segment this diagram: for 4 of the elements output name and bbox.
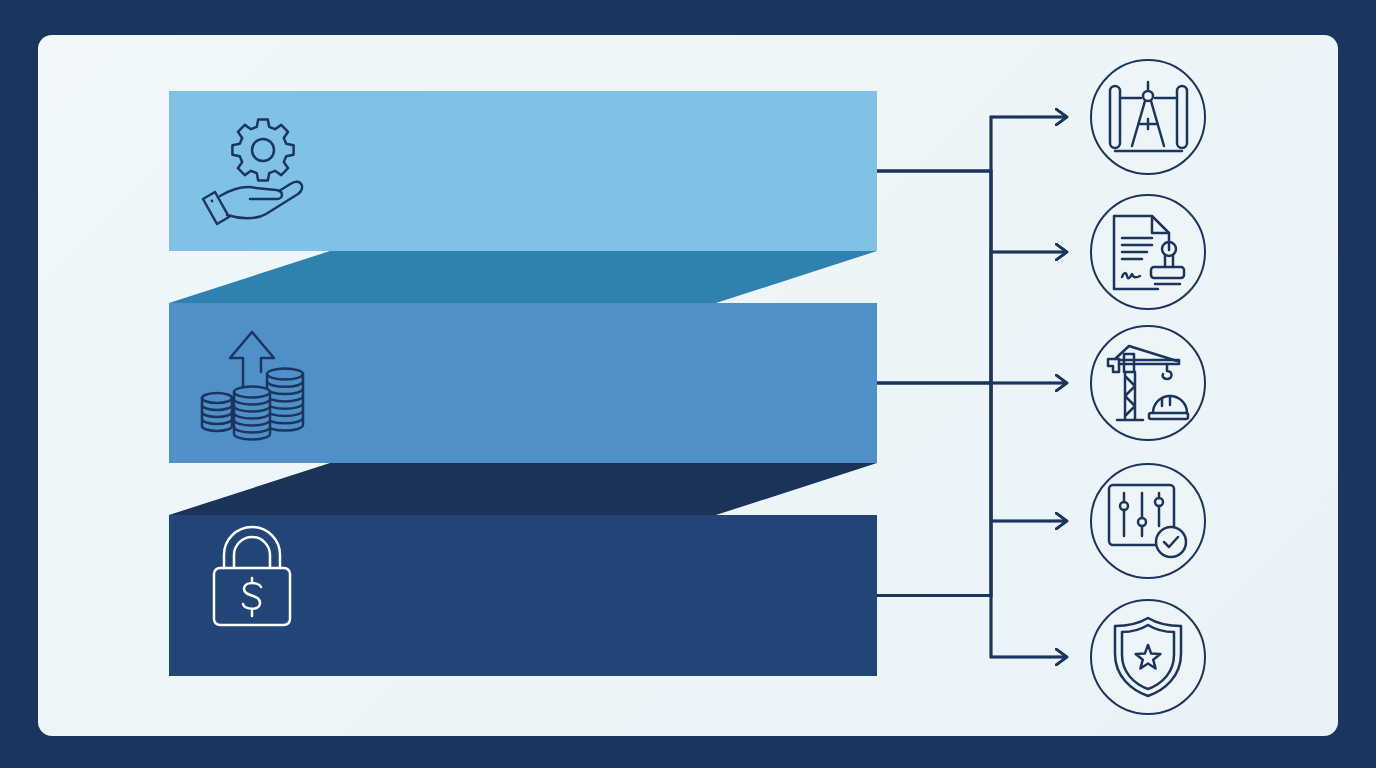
process-band: [169, 303, 877, 463]
process-band: [169, 515, 877, 676]
connector-arrow: [877, 594, 1069, 667]
process-band: [169, 91, 877, 251]
